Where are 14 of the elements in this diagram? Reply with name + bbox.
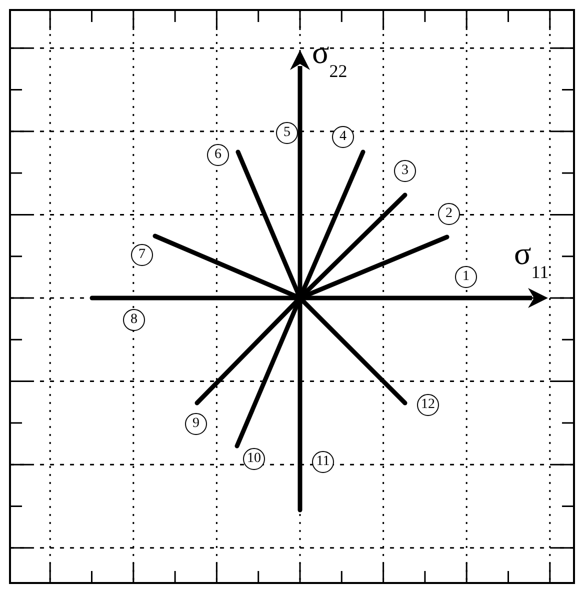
axis-label: σ$_{11}$ (514, 237, 549, 284)
callout-number: 11 (312, 451, 334, 473)
callout-number: 10 (243, 448, 265, 470)
axis-label: σ$_{22}$ (312, 36, 348, 83)
callout-number: 4 (332, 126, 354, 148)
callout-number: 12 (417, 394, 439, 416)
callout-number: 3 (394, 160, 416, 182)
callout-number: 2 (438, 203, 460, 225)
callout-number: 1 (455, 266, 477, 288)
callout-number: 9 (185, 413, 207, 435)
callout-number: 6 (207, 144, 229, 166)
callout-number: 7 (131, 244, 153, 266)
callout-number: 5 (276, 122, 298, 144)
callout-number: 8 (123, 309, 145, 331)
